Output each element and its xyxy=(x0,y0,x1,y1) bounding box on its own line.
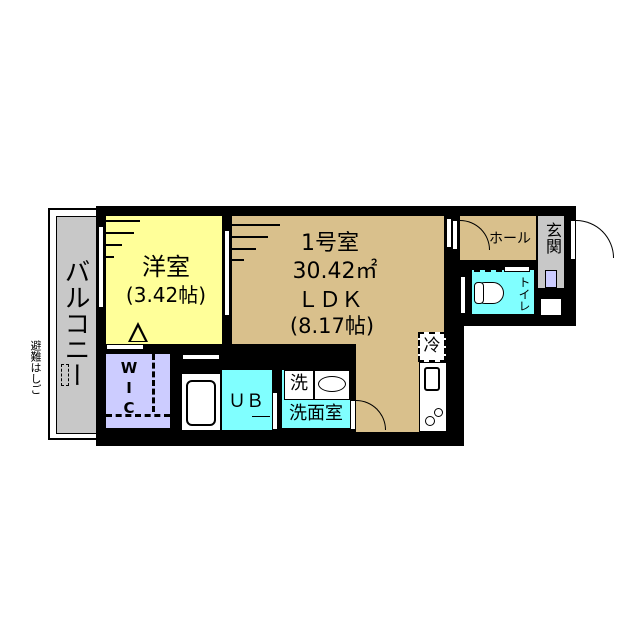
ldk-west-window[interactable] xyxy=(224,230,230,316)
toilet-tank-icon xyxy=(474,282,484,304)
western-door[interactable] xyxy=(106,344,144,350)
bathtub-icon xyxy=(186,380,216,426)
ub-door[interactable] xyxy=(272,392,278,430)
entrance-label: 玄関 xyxy=(543,222,562,254)
pipe-space xyxy=(540,298,562,316)
closet-line xyxy=(106,244,122,246)
ldk-name: ＬＤＫ xyxy=(296,288,363,313)
balcony-label: バルコニー xyxy=(60,258,90,388)
ldk-east-opening xyxy=(446,218,452,248)
wic-shelf xyxy=(106,414,170,417)
wash-basin-icon xyxy=(318,376,346,392)
washer-label: 洗 xyxy=(290,373,308,394)
ldk-size: (8.17帖) xyxy=(289,314,375,338)
balcony xyxy=(56,216,100,434)
western-room-size: (3.42帖) xyxy=(125,283,207,307)
hall-divider xyxy=(536,216,538,264)
hall-label: ホール xyxy=(489,231,531,247)
western-south-door[interactable] xyxy=(182,354,220,360)
folding-door-icon xyxy=(252,416,270,428)
entrance-door[interactable] xyxy=(570,220,576,260)
toilet-door[interactable] xyxy=(504,266,530,272)
stove-burner-icon xyxy=(425,416,435,426)
western-room xyxy=(106,216,222,344)
washroom-label: 洗面室 xyxy=(289,403,343,424)
closet-line xyxy=(106,256,114,258)
escape-ladder-icon xyxy=(61,364,69,386)
closet-lines xyxy=(106,220,140,222)
unit-label: 1号室 xyxy=(301,231,359,256)
toilet-label: トイレ xyxy=(517,276,531,312)
toilet-shelf xyxy=(474,270,502,272)
closet-line xyxy=(232,236,268,238)
door-swing-inner xyxy=(131,327,145,341)
escape-ladder-label: 避難はしご xyxy=(29,340,42,395)
toilet-window xyxy=(460,276,466,314)
total-area: 30.42㎡ xyxy=(292,259,378,284)
washer-space xyxy=(284,370,314,400)
closet-line xyxy=(232,259,244,261)
closet-line xyxy=(106,232,134,234)
western-room-name: 洋室 xyxy=(142,253,190,281)
western-window[interactable] xyxy=(98,226,104,308)
sink-icon xyxy=(424,367,440,391)
washroom-door[interactable] xyxy=(350,400,356,430)
fridge-space xyxy=(418,332,446,362)
entrance-door-arc xyxy=(576,220,614,258)
fridge-label: 冷 xyxy=(423,336,441,356)
hall-door[interactable] xyxy=(452,220,458,250)
wic-rod xyxy=(152,354,155,412)
ub-label: ＵＢ xyxy=(228,391,264,412)
stove-burner-icon xyxy=(434,408,443,417)
closet-line xyxy=(232,224,280,226)
shoe-cabinet xyxy=(545,270,557,288)
closet-line xyxy=(232,248,256,250)
unit-bath xyxy=(222,370,272,430)
